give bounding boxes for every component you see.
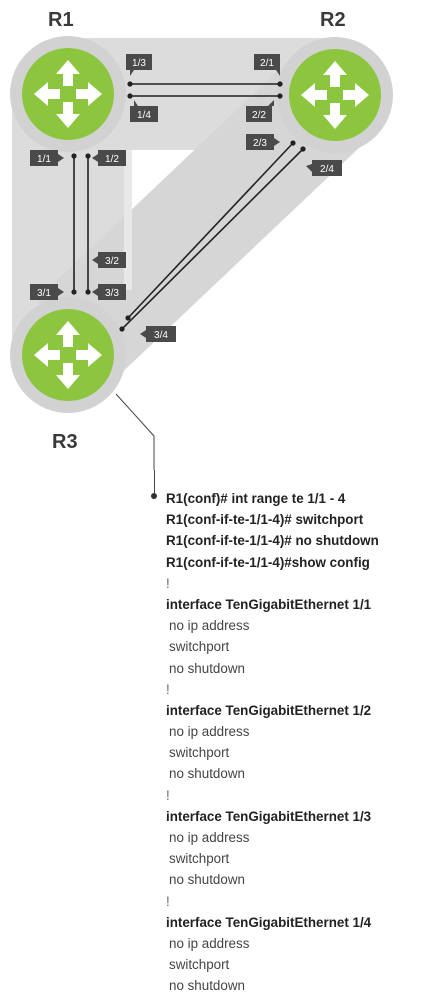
router-r3 bbox=[22, 309, 114, 401]
callout-connector bbox=[115, 393, 155, 470]
port-tag-3-1: 3/1 bbox=[30, 284, 64, 300]
cli-line: interface TenGigabitEthernet 1/4 bbox=[166, 914, 372, 930]
cli-line: ! bbox=[166, 575, 170, 591]
port-tag-2-3: 2/3 bbox=[246, 134, 280, 150]
cli-config-listing: R1(conf)# int range te 1/1 - 4 R1(conf-i… bbox=[166, 488, 428, 997]
cli-line: no shutdown bbox=[169, 660, 245, 676]
svg-text:2/2: 2/2 bbox=[252, 110, 266, 121]
cli-line: no ip address bbox=[169, 935, 250, 951]
router-r2 bbox=[289, 49, 381, 141]
svg-text:3/2: 3/2 bbox=[105, 256, 119, 267]
router-label-r2: R2 bbox=[320, 9, 346, 31]
svg-text:2/1: 2/1 bbox=[260, 58, 274, 69]
svg-text:3/4: 3/4 bbox=[154, 330, 168, 341]
cli-line: R1(conf)# int range te 1/1 - 4 bbox=[166, 491, 346, 506]
cli-line: ! bbox=[166, 787, 170, 803]
cli-line: switchport bbox=[169, 957, 230, 973]
svg-text:2/4: 2/4 bbox=[320, 164, 334, 175]
cli-line: interface TenGigabitEthernet 1/1 bbox=[166, 596, 372, 612]
svg-text:3/3: 3/3 bbox=[105, 288, 119, 299]
cli-line: R1(conf-if-te-1/1-4)# switchport bbox=[166, 512, 364, 528]
cli-line: interface TenGigabitEthernet 1/2 bbox=[166, 702, 372, 718]
port-tag-3-2: 3/2 bbox=[92, 252, 126, 268]
port-tag-1-4: 1/4 bbox=[130, 100, 158, 122]
router-label-r1: R1 bbox=[48, 9, 74, 31]
cli-line: ! bbox=[166, 681, 170, 697]
callout-connector-tail bbox=[153, 470, 155, 495]
port-tag-1-2: 1/2 bbox=[92, 150, 126, 166]
cli-line: no ip address bbox=[169, 724, 250, 740]
lag-topology-diagram: R1 R2 R3 1/3 1/4 2/1 2/2 2/3 2/4 1/1 bbox=[10, 9, 393, 470]
svg-text:1/3: 1/3 bbox=[132, 58, 146, 69]
cli-line: no ip address bbox=[169, 618, 250, 634]
callout-dot bbox=[151, 493, 157, 499]
svg-text:1/1: 1/1 bbox=[37, 154, 51, 165]
svg-text:1/4: 1/4 bbox=[137, 110, 151, 121]
port-tag-2-2: 2/2 bbox=[246, 100, 274, 122]
cli-line: no shutdown bbox=[169, 872, 245, 888]
router-r1 bbox=[22, 48, 114, 140]
svg-text:1/2: 1/2 bbox=[105, 154, 119, 165]
router-label-r3: R3 bbox=[52, 431, 78, 453]
cli-line: switchport bbox=[169, 639, 230, 655]
cli-line: R1(conf-if-te-1/1-4)# no shutdown bbox=[166, 533, 379, 549]
cli-line: switchport bbox=[169, 745, 230, 761]
port-tag-2-1: 2/1 bbox=[254, 54, 280, 76]
links-r1-r2 bbox=[130, 83, 280, 97]
port-tag-1-1: 1/1 bbox=[30, 150, 64, 166]
links-r1-r3 bbox=[73, 156, 89, 292]
port-tag-1-3: 1/3 bbox=[126, 54, 152, 76]
cli-line: switchport bbox=[169, 851, 230, 867]
links-r2-r3 bbox=[121, 142, 304, 330]
port-tag-3-4: 3/4 bbox=[140, 326, 176, 342]
cli-line: R1(conf-if-te-1/1-4)#show config bbox=[166, 554, 370, 570]
cli-line: no shutdown bbox=[169, 766, 245, 782]
port-tag-2-4: 2/4 bbox=[306, 160, 342, 176]
cli-line: no ip address bbox=[169, 830, 250, 845]
cli-line: interface TenGigabitEthernet 1/3 bbox=[166, 808, 372, 824]
svg-text:3/1: 3/1 bbox=[37, 288, 51, 299]
cli-line: ! bbox=[166, 893, 170, 909]
svg-text:2/3: 2/3 bbox=[253, 138, 267, 149]
port-tag-3-3: 3/3 bbox=[92, 284, 126, 300]
